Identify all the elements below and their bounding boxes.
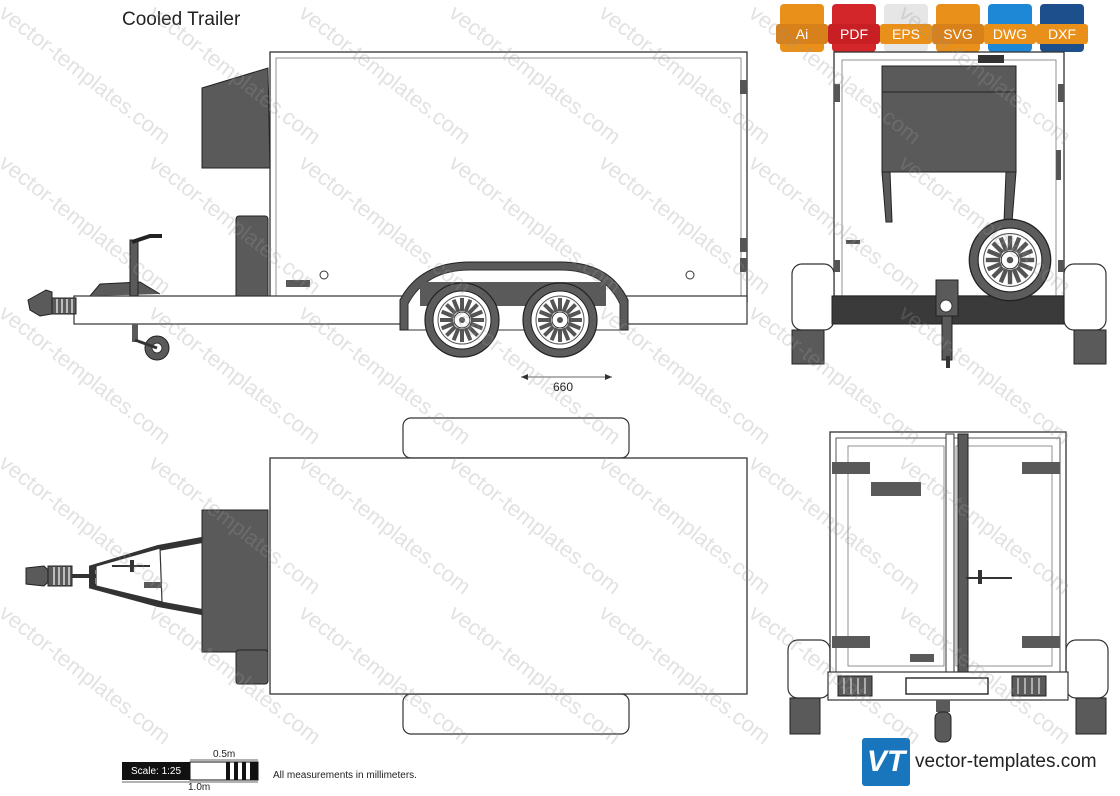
scale-label: Scale: 1:25 <box>131 766 182 777</box>
dwg-format-icon[interactable]: DWG <box>984 4 1036 52</box>
rear-light-left <box>837 675 873 697</box>
format-icons: Ai PDF EPS SVG DWG DXF <box>776 4 1088 52</box>
ai-format-icon[interactable]: Ai <box>776 4 828 52</box>
top-body <box>269 457 748 695</box>
rear-light-right <box>1011 675 1047 697</box>
brand-site[interactable]: vector-templates.com <box>915 751 1097 772</box>
rear-door-right[interactable] <box>955 445 1053 667</box>
side-body <box>269 51 748 303</box>
side-wheel-rear <box>521 281 599 359</box>
format-label-eps: EPS <box>880 24 932 44</box>
format-label-svg: SVG <box>932 24 984 44</box>
format-label-dwg: DWG <box>984 24 1036 44</box>
dxf-format-icon[interactable]: DXF <box>1036 4 1088 52</box>
format-label-ai: Ai <box>776 24 828 44</box>
vt-logo-icon[interactable]: VT <box>862 738 910 786</box>
side-coupling <box>27 289 53 317</box>
rear-view <box>787 431 1109 743</box>
page-title: Cooled Trailer <box>122 9 241 30</box>
format-label-pdf: PDF <box>828 24 880 44</box>
scale-half-label: 0.5m <box>213 749 236 760</box>
top-cooling-unit <box>201 509 269 653</box>
scale-bar <box>122 759 259 783</box>
front-panel <box>235 215 269 305</box>
jockey-post <box>129 239 139 297</box>
spare-wheel <box>969 219 1050 300</box>
number-plate <box>905 677 989 695</box>
eps-format-icon[interactable]: EPS <box>880 4 932 52</box>
scale-full-label: 1.0m <box>188 782 211 793</box>
measurement-note: All measurements in millimeters. <box>273 770 417 781</box>
svg-format-icon[interactable]: SVG <box>932 4 984 52</box>
pdf-format-icon[interactable]: PDF <box>828 4 880 52</box>
cooling-unit <box>201 67 271 169</box>
rear-jockey-wheel <box>934 711 952 743</box>
side-wheel-front <box>423 281 501 359</box>
top-coupling <box>25 565 49 587</box>
top-view <box>25 417 748 735</box>
front-view <box>791 51 1107 368</box>
side-view <box>27 51 748 380</box>
format-label-dxf: DXF <box>1036 24 1088 44</box>
front-cooling-unit <box>881 65 1017 173</box>
rear-door-left[interactable] <box>847 445 945 667</box>
dimension-label: 660 <box>553 380 574 394</box>
